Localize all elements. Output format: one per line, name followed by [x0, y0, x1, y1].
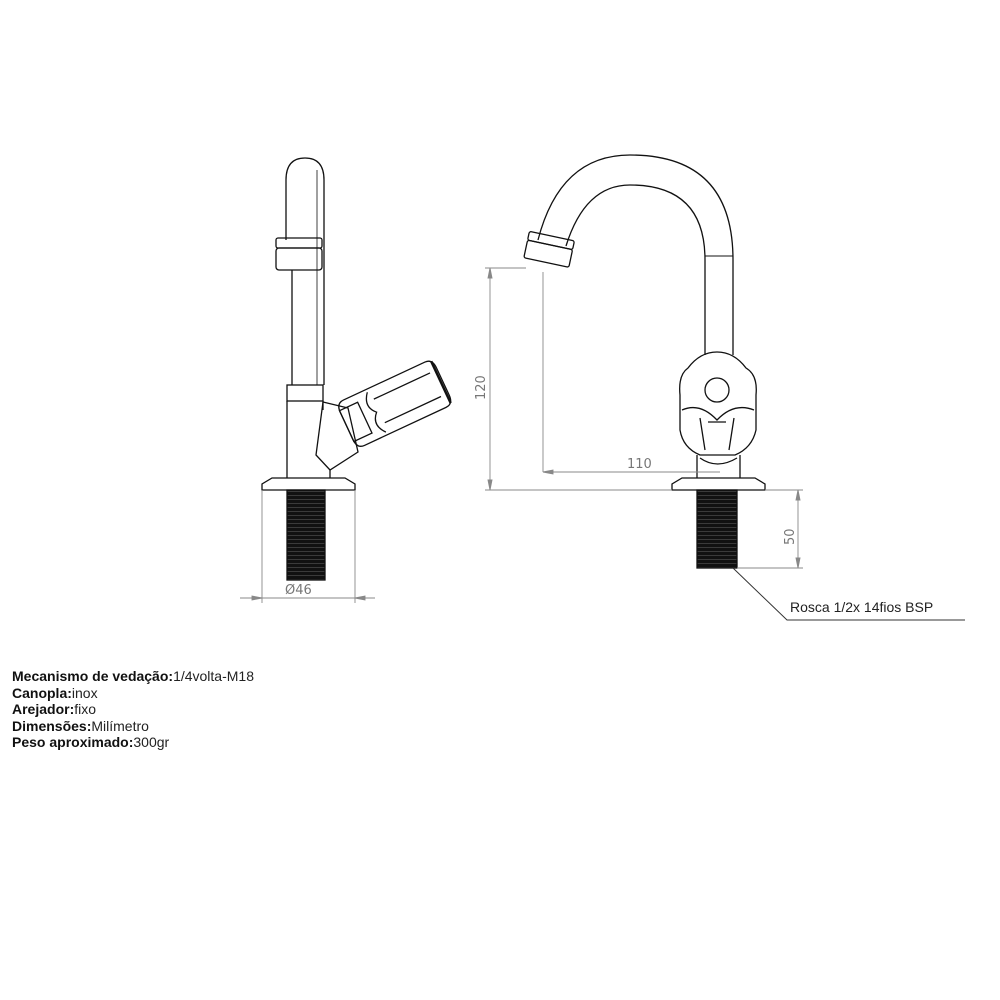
thread-callout: Rosca 1/2x 14fios BSP [790, 599, 933, 615]
side-body-collar [286, 384, 324, 402]
spec-item: Mecanismo de vedação:1/4volta-M18 [12, 668, 254, 685]
front-thread [696, 489, 738, 569]
side-thread [286, 489, 326, 581]
spec-value: 1/4volta-M18 [173, 668, 254, 684]
side-valve-neck [315, 401, 359, 471]
side-body [286, 401, 331, 478]
front-knob-hole [704, 377, 730, 403]
thread-callout-leader [732, 567, 965, 621]
side-view-faucet [261, 157, 452, 581]
spec-item: Canopla:inox [12, 685, 254, 702]
spec-label: Arejador: [12, 701, 75, 717]
side-aerator [275, 237, 323, 249]
front-spout-outer [537, 154, 734, 355]
front-body [696, 455, 741, 478]
side-flange [261, 477, 356, 491]
reach-label: 110 [627, 457, 652, 472]
front-knob [679, 351, 757, 456]
spec-list: Mecanismo de vedação:1/4volta-M18 Canopl… [12, 668, 254, 751]
side-spout [285, 157, 325, 385]
front-flange [671, 477, 766, 491]
height-label: 120 [474, 375, 489, 400]
spec-value: inox [71, 684, 98, 701]
spec-label: Peso aproximado: [12, 734, 134, 750]
diameter-label: Ø46 [285, 583, 312, 598]
spec-value: fixo [74, 701, 97, 717]
spec-value: Milímetro [91, 717, 149, 734]
spec-item: Dimensões:Milímetro [12, 718, 254, 735]
spec-label: Dimensões: [12, 717, 92, 734]
front-view-faucet [523, 154, 766, 569]
thread-length-label: 50 [783, 528, 798, 545]
diameter-dimension [240, 490, 375, 603]
spec-item: Peso aproximado:300gr [12, 734, 254, 751]
front-dimensions [485, 267, 803, 569]
spec-value: 300gr [133, 734, 170, 750]
front-aerator [523, 231, 575, 268]
front-spout-inner [565, 184, 706, 355]
side-knob [338, 360, 452, 447]
spec-label: Mecanismo de vedação: [12, 668, 174, 684]
spec-label: Canopla: [12, 684, 72, 701]
spec-item: Arejador:fixo [12, 701, 254, 718]
